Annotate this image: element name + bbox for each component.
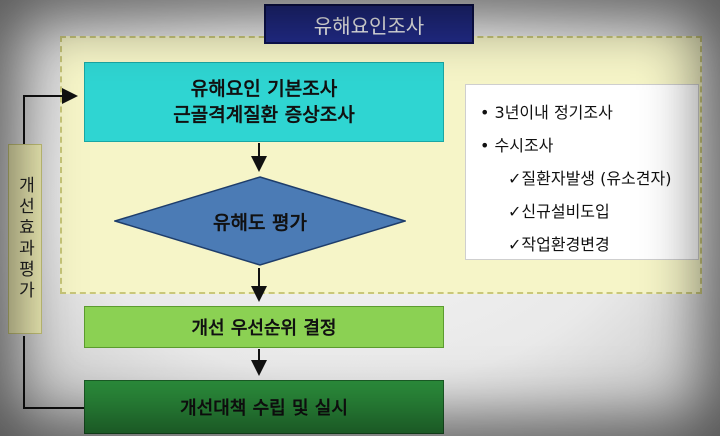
info-item-periodic: • 3년이내 정기조사 [480, 103, 613, 122]
info-subitem-disease: ✓질환자발생 (유소견자) [508, 169, 672, 188]
priority-box: 개선 우선순위 결정 [84, 306, 444, 348]
improvement-eval-box: 개선효과평가 [8, 144, 42, 334]
priority-text: 개선 우선순위 결정 [191, 318, 337, 339]
improvement-eval-text: 개선효과평가 [14, 176, 35, 302]
slide-title: 유해요인조사 [264, 4, 474, 44]
loop-line-bottom [23, 336, 84, 409]
basic-survey-box: 유해요인 기본조사 근골격계질환 증상조사 [84, 62, 444, 142]
measures-text: 개선대책 수립 및 실시 [180, 398, 348, 419]
info-subitem-new-equipment: ✓신규설비도입 [508, 202, 610, 221]
basic-survey-line-1: 유해요인 기본조사 [190, 78, 338, 100]
risk-evaluation-diamond [114, 176, 406, 266]
basic-survey-line-2: 근골격계질환 증상조사 [173, 104, 355, 126]
risk-evaluation-label: 유해도 평가 [114, 176, 406, 266]
info-subitem-environment-change: ✓작업환경변경 [508, 235, 610, 254]
risk-evaluation-text: 유해도 평가 [212, 211, 307, 234]
survey-info-box: • 3년이내 정기조사 • 수시조사 ✓질환자발생 (유소견자) ✓신규설비도입… [465, 84, 699, 260]
measures-box: 개선대책 수립 및 실시 [84, 380, 444, 434]
arrow-loop-to-survey [23, 88, 78, 144]
slide-title-text: 유해요인조사 [313, 13, 425, 38]
info-item-occasional: • 수시조사 [480, 136, 554, 155]
